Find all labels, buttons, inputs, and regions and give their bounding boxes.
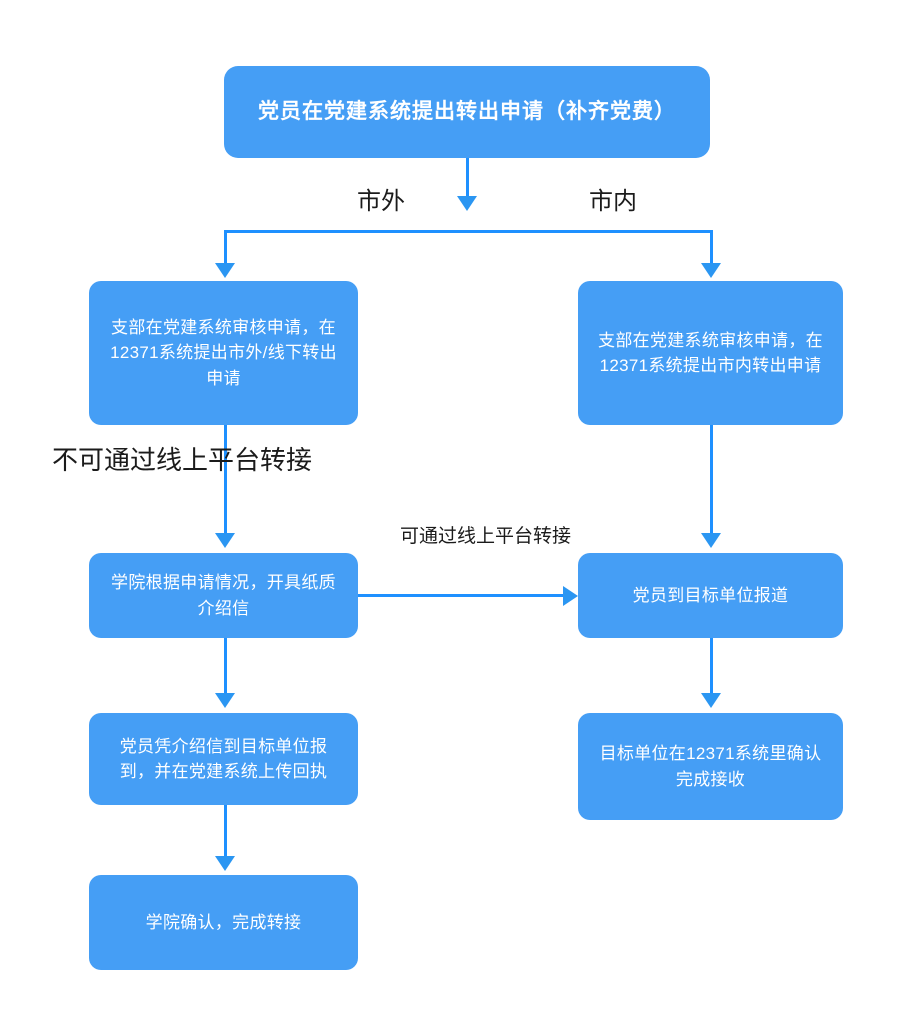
arrowhead-letter-to-report-with-letter <box>215 693 235 708</box>
connector-letter-to-report-with-letter <box>224 638 227 698</box>
node-inside-branch-review-label: 支部在党建系统审核申请，在12371系统提出市内转出申请 <box>598 330 823 375</box>
node-paper-letter[interactable]: 学院根据申请情况，开具纸质介绍信 <box>89 553 358 638</box>
node-member-report-with-letter-label: 党员凭介绍信到目标单位报到，并在党建系统上传回执 <box>119 736 328 781</box>
node-target-unit-confirm[interactable]: 目标单位在12371系统里确认完成接收 <box>578 713 843 820</box>
node-start[interactable]: 党员在党建系统提出转出申请（补齐党费） <box>224 66 710 158</box>
node-college-confirm[interactable]: 学院确认，完成转接 <box>89 875 358 970</box>
node-member-report-label: 党员到目标单位报道 <box>632 585 789 605</box>
arrowhead-report-to-college-confirm <box>215 856 235 871</box>
node-member-report[interactable]: 党员到目标单位报道 <box>578 553 843 638</box>
connector-split-right-drop <box>710 230 713 267</box>
edge-label-cannot-transfer-online: 不可通过线上平台转接 <box>52 444 312 477</box>
node-start-label: 党员在党建系统提出转出申请（补齐党费） <box>258 100 676 124</box>
edge-label-cannot-transfer-online-text: 不可通过线上平台转接 <box>52 445 313 475</box>
node-outside-branch-review-label: 支部在党建系统审核申请，在12371系统提出市外/线下转出申请 <box>110 318 337 388</box>
arrowhead-report-to-target-confirm <box>701 693 721 708</box>
node-college-confirm-label: 学院确认，完成转接 <box>145 912 302 932</box>
arrowhead-split-left <box>215 263 235 278</box>
node-paper-letter-label: 学院根据申请情况，开具纸质介绍信 <box>111 573 336 618</box>
arrowhead-start-stem <box>457 196 477 211</box>
arrowhead-split-right <box>701 263 721 278</box>
node-outside-branch-review[interactable]: 支部在党建系统审核申请，在12371系统提出市外/线下转出申请 <box>89 281 358 425</box>
connector-report-to-target-confirm <box>710 638 713 698</box>
node-inside-branch-review[interactable]: 支部在党建系统审核申请，在12371系统提出市内转出申请 <box>578 281 843 425</box>
connector-review-to-letter <box>224 425 227 538</box>
connector-split-left-drop <box>224 230 227 267</box>
arrowhead-letter-to-report <box>563 586 578 606</box>
edge-label-can-transfer-online: 可通过线上平台转接 <box>400 524 571 550</box>
connector-start-stem <box>466 158 469 203</box>
edge-label-can-transfer-online-text: 可通过线上平台转接 <box>400 526 572 547</box>
edge-label-outside-city: 市外 <box>357 188 405 215</box>
connector-report-to-college-confirm <box>224 805 227 860</box>
node-target-unit-confirm-label: 目标单位在12371系统里确认完成接收 <box>599 744 822 789</box>
connector-letter-to-report <box>358 594 565 597</box>
arrowhead-review-to-report <box>701 533 721 548</box>
edge-label-inside-city: 市内 <box>589 188 637 215</box>
node-member-report-with-letter[interactable]: 党员凭介绍信到目标单位报到，并在党建系统上传回执 <box>89 713 358 805</box>
connector-split-bar <box>224 230 713 233</box>
connector-review-to-report <box>710 425 713 538</box>
arrowhead-review-to-letter <box>215 533 235 548</box>
